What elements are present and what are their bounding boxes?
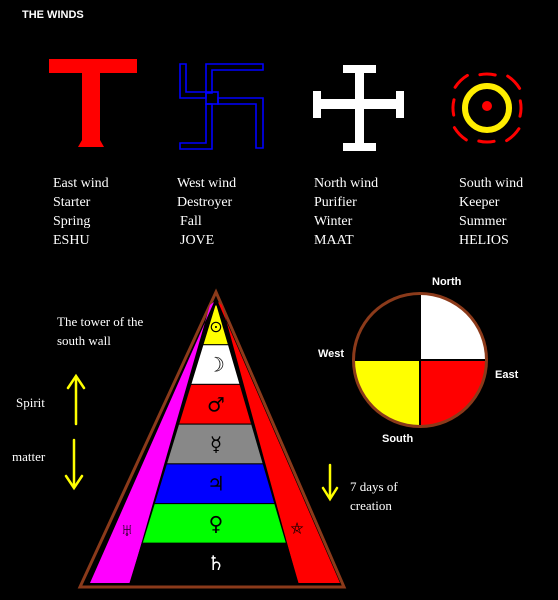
east-wind-role: Starter [53, 195, 91, 210]
spirit-arrow [66, 373, 86, 426]
jupiter-symbol: ♃ [207, 472, 225, 496]
moon-symbol: ☽ [207, 353, 225, 377]
east-wind-season: Spring [53, 214, 90, 229]
east-wind-deity: ESHU [53, 233, 90, 248]
tower-band [129, 542, 299, 584]
tower-right-side [218, 302, 340, 583]
north-wind-title: North wind [314, 176, 378, 191]
tower-caption-line1: The tower of the [57, 314, 144, 329]
sun-ray [453, 73, 469, 89]
sun-ray [451, 98, 456, 117]
days-arrow [321, 463, 339, 502]
matter-arrow [64, 438, 84, 491]
wheel-label-west: West [318, 348, 344, 360]
mercury-symbol: ☿ [210, 432, 222, 456]
sun-ray [452, 126, 468, 142]
north-wind-season: Winter [314, 214, 353, 229]
east-wind-title: East wind [53, 176, 109, 191]
sun-disc [462, 83, 512, 133]
venus-symbol: ♀ [209, 511, 224, 535]
wheel-label-east: East [495, 369, 519, 381]
wheel-quadrant-north-west [355, 295, 420, 360]
west-wind-role: Destroyer [177, 195, 233, 210]
south-wind-title: South wind [459, 176, 523, 191]
tower-left-side [90, 302, 214, 583]
sun-ray [518, 99, 523, 118]
wheel-label-north: North [432, 276, 462, 288]
north-wind-role: Purifier [314, 195, 357, 210]
west-wind-season: Fall [180, 214, 202, 229]
west-wind-deity: JOVE [180, 233, 214, 248]
sun-icon [451, 72, 523, 144]
saturn-symbol: ♄ [207, 551, 225, 575]
tower-caption-line2: south wall [57, 333, 111, 348]
tower-pyramid: ⊙ ☽ ♂ ☿ ♃ ♀ ♄ ♅ ⛤ [77, 288, 347, 589]
north-wind-deity: MAAT [314, 233, 354, 248]
wheel-quadrant-north-east [420, 295, 485, 360]
sun-ray [506, 74, 522, 90]
swastika-icon [179, 63, 264, 150]
sun-ray [478, 72, 497, 77]
spirit-label: Spirit [16, 395, 45, 410]
days-label-line1: 7 days of [350, 479, 398, 494]
wheel-quadrant-south-east [420, 360, 485, 425]
sun-ray [477, 139, 496, 144]
sun-symbol: ⊙ [209, 317, 222, 336]
mars-symbol: ♂ [207, 392, 225, 416]
cross-potent-icon [313, 65, 404, 151]
south-wind-deity: HELIOS [459, 233, 509, 248]
sun-rays [451, 72, 523, 144]
pentagram-symbol: ⛤ [291, 521, 304, 538]
uranus-symbol: ♅ [120, 520, 134, 540]
page-title: THE WINDS [22, 9, 84, 21]
wheel-quadrant-south-west [355, 360, 420, 425]
south-wind-season: Summer [459, 214, 507, 229]
wheel-label-south: South [382, 433, 413, 445]
matter-label: matter [12, 449, 46, 464]
sun-ray [505, 127, 521, 143]
days-label-line2: creation [350, 498, 392, 513]
sun-center [482, 101, 492, 111]
west-wind-title: West wind [177, 176, 236, 191]
tower-bands: ⊙ ☽ ♂ ☿ ♃ ♀ ♄ [129, 304, 299, 584]
medicine-wheel [352, 292, 488, 428]
south-wind-role: Keeper [459, 195, 500, 210]
tau-cross-icon [49, 59, 137, 147]
